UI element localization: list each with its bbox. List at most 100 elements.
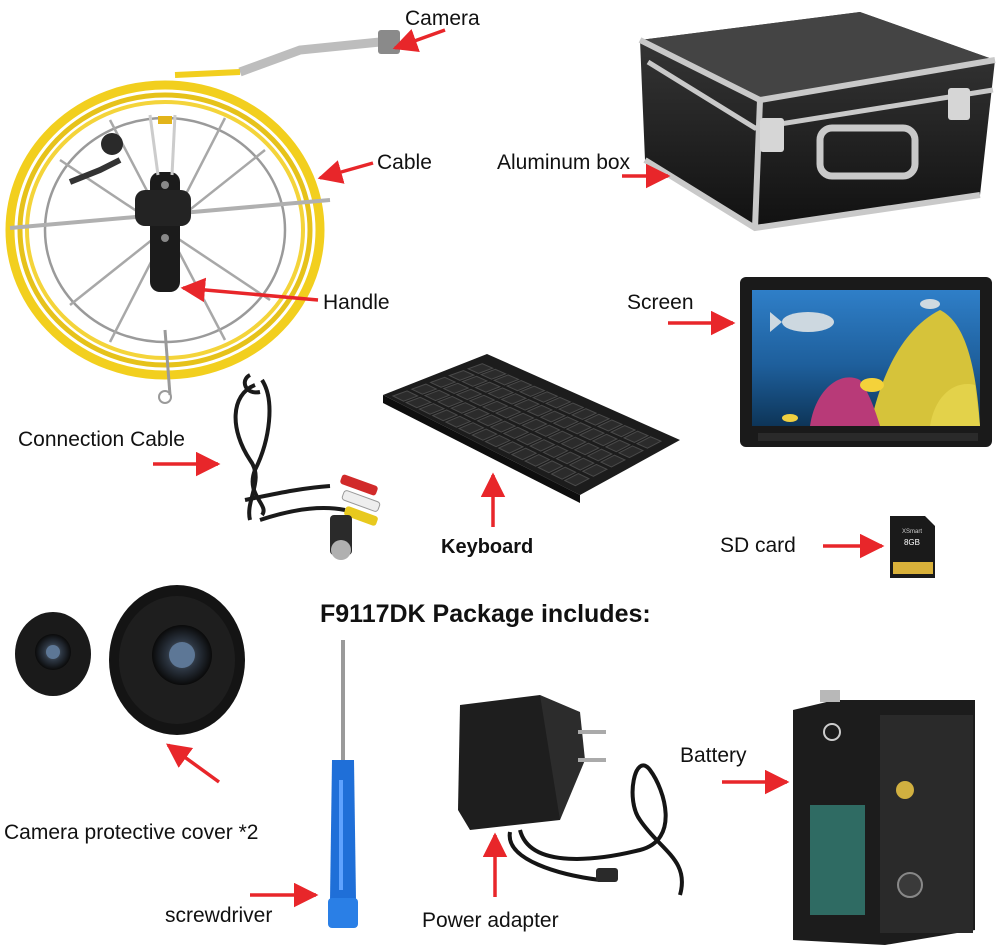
keyboard-key bbox=[466, 363, 494, 374]
keyboard-key bbox=[604, 439, 632, 453]
keyboard-key bbox=[573, 442, 600, 456]
keyboard-key bbox=[555, 451, 582, 465]
keyboard-key bbox=[507, 412, 535, 425]
keyboard-icon bbox=[383, 354, 680, 503]
keyboard-key bbox=[617, 445, 645, 459]
keyboard-key bbox=[423, 389, 451, 402]
keyboard-key bbox=[521, 418, 548, 431]
keyboard-key bbox=[586, 448, 613, 462]
label-camera-cover: Camera protective cover *2 bbox=[4, 821, 259, 844]
arrow-handle bbox=[180, 277, 319, 303]
keyboard-key bbox=[565, 422, 593, 435]
keyboard-key bbox=[515, 432, 543, 446]
keyboard-key bbox=[599, 454, 627, 468]
keyboard-key bbox=[526, 404, 554, 417]
label-aluminum-box: Aluminum box bbox=[497, 151, 631, 174]
keyboard-key bbox=[537, 460, 564, 474]
keyboard-key bbox=[539, 410, 567, 423]
keyboard-key bbox=[518, 385, 546, 397]
arrow-cable bbox=[317, 160, 374, 184]
keyboard-key bbox=[531, 391, 559, 403]
keyboard-key bbox=[487, 387, 515, 399]
keyboard-key bbox=[568, 457, 595, 471]
keyboard-key bbox=[497, 441, 525, 454]
keyboard-key bbox=[444, 415, 472, 428]
keyboard-key bbox=[492, 374, 520, 386]
sd-card-icon: 8GB XSmart bbox=[890, 516, 935, 578]
power-adapter-icon bbox=[458, 695, 684, 896]
keyboard-key bbox=[591, 433, 619, 447]
keyboard-key bbox=[505, 380, 533, 392]
handle-icon bbox=[135, 114, 191, 292]
keyboard-key bbox=[391, 390, 419, 402]
av-cable-icon bbox=[233, 373, 381, 560]
keyboard-key bbox=[463, 408, 491, 421]
keyboard-key bbox=[513, 398, 541, 411]
keyboard-key bbox=[583, 413, 611, 426]
sd-card-brand: XSmart bbox=[902, 529, 922, 535]
screwdriver-icon bbox=[328, 640, 358, 928]
keyboard-key bbox=[560, 436, 587, 450]
keyboard-key bbox=[570, 408, 598, 421]
label-cable: Cable bbox=[377, 151, 432, 174]
arrow-camera-cover bbox=[166, 743, 221, 784]
keyboard-key bbox=[481, 400, 509, 413]
keyboard-key bbox=[557, 402, 585, 415]
keyboard-key bbox=[581, 463, 609, 477]
label-screen: Screen bbox=[627, 291, 694, 314]
keyboard-key bbox=[534, 424, 561, 437]
keyboard-key bbox=[418, 403, 446, 415]
keyboard-key bbox=[489, 420, 517, 433]
keyboard-key bbox=[476, 414, 504, 427]
monitor-icon bbox=[740, 277, 992, 447]
label-battery: Battery bbox=[680, 744, 747, 767]
keyboard-key bbox=[461, 375, 489, 387]
label-power-adapter: Power adapter bbox=[422, 909, 559, 932]
keyboard-key bbox=[448, 369, 476, 381]
keyboard-key bbox=[457, 422, 485, 435]
keyboard-key bbox=[552, 416, 580, 429]
sd-card-capacity: 8GB bbox=[904, 538, 920, 547]
callout-arrows bbox=[153, 28, 885, 908]
keyboard-key bbox=[431, 409, 459, 422]
keyboard-key bbox=[450, 402, 477, 414]
keyboard-key bbox=[510, 447, 538, 461]
keyboard-key bbox=[404, 396, 433, 409]
keyboard-key bbox=[544, 396, 572, 409]
keyboard-key bbox=[429, 376, 457, 388]
keyboard-key bbox=[563, 473, 590, 487]
keyboard-key bbox=[542, 445, 569, 458]
keyboard-key bbox=[479, 368, 507, 380]
keyboard-key bbox=[468, 394, 496, 407]
camera-cover-icon bbox=[15, 585, 245, 735]
keyboard-key bbox=[471, 428, 498, 441]
keyboard-key bbox=[578, 427, 606, 441]
aluminum-box-icon bbox=[638, 12, 996, 232]
keyboard-key bbox=[502, 426, 530, 440]
keyboard-key bbox=[523, 453, 551, 467]
arrow-camera bbox=[392, 28, 446, 53]
keyboard-key bbox=[622, 430, 650, 444]
keyboard-key bbox=[609, 424, 637, 438]
keyboard-key bbox=[455, 388, 483, 401]
label-camera: Camera bbox=[405, 7, 480, 30]
keyboard-key bbox=[484, 434, 512, 448]
keyboard-key bbox=[442, 382, 470, 394]
label-sd-card: SD card bbox=[720, 534, 796, 557]
keyboard-key bbox=[529, 439, 556, 452]
label-keyboard: Keyboard bbox=[441, 536, 534, 558]
page-title: F9117DK Package includes: bbox=[320, 600, 651, 628]
keyboard-key bbox=[494, 406, 522, 419]
label-connection-cable: Connection Cable bbox=[18, 428, 185, 451]
keyboard-key bbox=[474, 381, 502, 393]
cable-reel-icon bbox=[5, 30, 400, 404]
keyboard-key bbox=[550, 466, 577, 480]
keyboard-key bbox=[547, 430, 574, 444]
keyboard-key bbox=[635, 436, 663, 449]
keyboard-key bbox=[596, 419, 624, 432]
keyboard-key bbox=[436, 395, 464, 408]
label-screwdriver: screwdriver bbox=[165, 904, 273, 927]
keyboard-key bbox=[500, 393, 528, 405]
